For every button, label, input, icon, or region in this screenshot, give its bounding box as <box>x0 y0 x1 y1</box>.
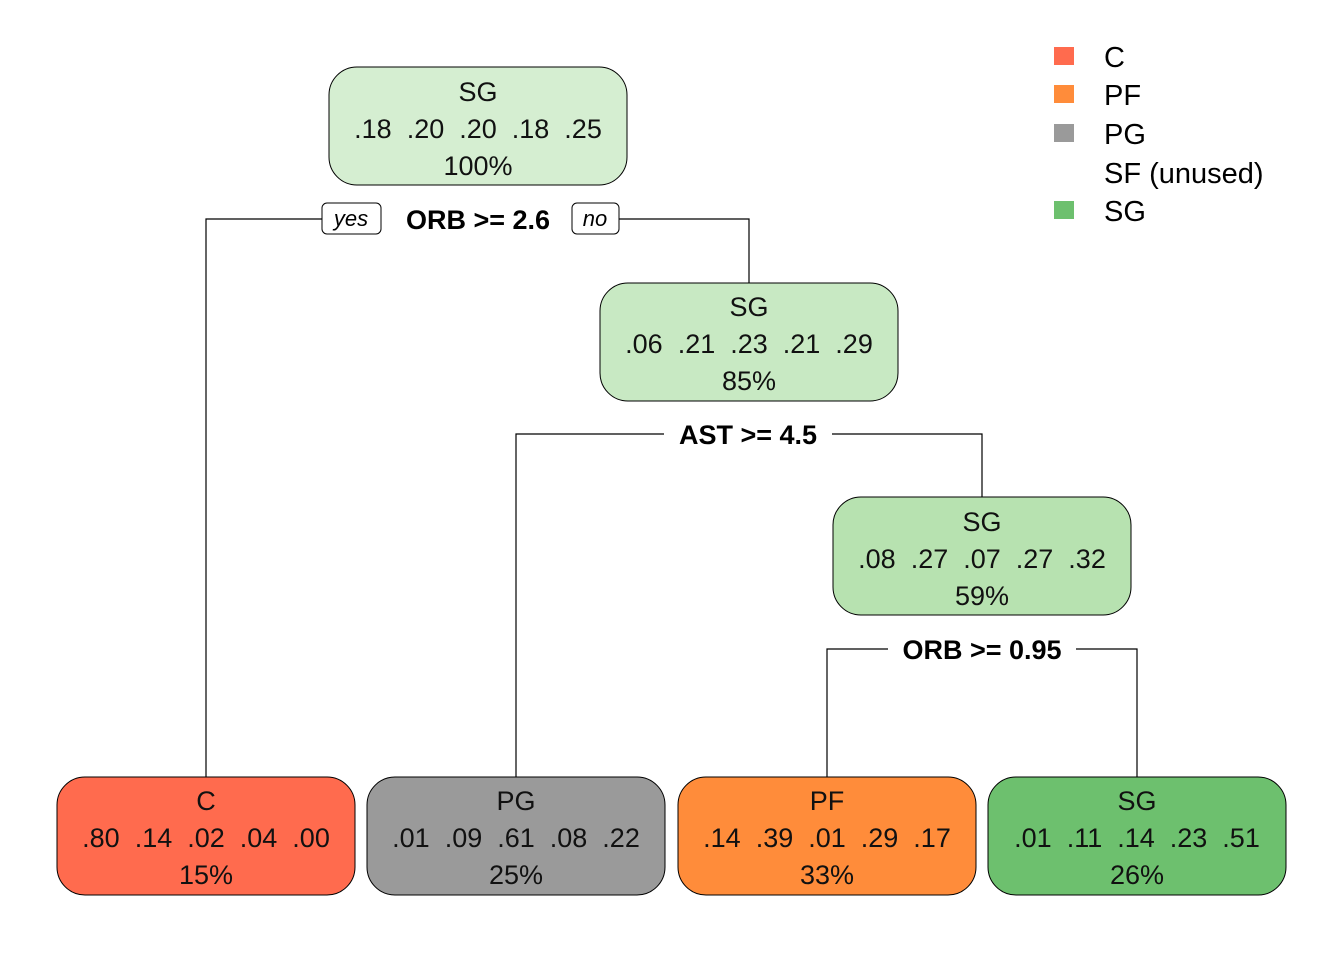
legend-item-sg: SG <box>1054 196 1146 228</box>
legend-item-c: C <box>1054 42 1125 74</box>
node-box <box>832 496 1132 616</box>
node-pct: 85% <box>722 366 776 396</box>
legend-label: SF (unused) <box>1104 158 1264 190</box>
node-pct: 59% <box>955 581 1009 611</box>
leaf-sg: SG .01 .11 .14 .23 .51 26% <box>987 776 1287 896</box>
legend-label: SG <box>1104 196 1146 228</box>
node-n2: SG .06 .21 .23 .21 .29 85% <box>599 282 899 402</box>
legend-swatch <box>1054 85 1074 103</box>
legend-item-pg: PG <box>1054 119 1146 151</box>
node-class: SG <box>962 507 1001 537</box>
node-box <box>987 776 1287 896</box>
edge-root-right <box>619 218 750 284</box>
split-label-ast-4-5: AST >= 4.5 <box>679 420 817 450</box>
node-pct: 100% <box>443 151 512 181</box>
split-label-orb-0-95: ORB >= 0.95 <box>902 635 1061 665</box>
legend-label: PG <box>1104 119 1146 151</box>
node-probs: .14 .39 .01 .29 .17 <box>703 823 951 853</box>
legend-swatch <box>1054 47 1074 65</box>
legend-item-pf: PF <box>1054 80 1141 112</box>
edge-root-left <box>205 218 322 777</box>
node-pct: 26% <box>1110 860 1164 890</box>
node-box <box>366 776 666 896</box>
leaf-c: C .80 .14 .02 .04 .00 15% <box>56 776 356 896</box>
node-n3: SG .08 .27 .07 .27 .32 59% <box>832 496 1132 616</box>
node-probs: .08 .27 .07 .27 .32 <box>858 544 1106 574</box>
node-class: SG <box>729 292 768 322</box>
yes-label: yes <box>321 202 382 235</box>
edge-n3-right <box>1076 648 1138 777</box>
node-probs: .01 .09 .61 .08 .22 <box>392 823 640 853</box>
node-class: C <box>196 786 216 816</box>
no-label-box <box>571 202 620 235</box>
leaf-pf: PF .14 .39 .01 .29 .17 33% <box>677 776 977 896</box>
node-probs: .18 .20 .20 .18 .25 <box>354 114 602 144</box>
node-box <box>328 66 628 186</box>
node-class: SG <box>458 77 497 107</box>
no-label-text: no <box>583 206 607 231</box>
leaf-pg: PG .01 .09 .61 .08 .22 25% <box>366 776 666 896</box>
edge-n2-right <box>832 433 983 497</box>
node-pct: 33% <box>800 860 854 890</box>
legend-label: PF <box>1104 80 1141 112</box>
node-probs: .06 .21 .23 .21 .29 <box>625 329 873 359</box>
node-pct: 25% <box>489 860 543 890</box>
legend-item-sf-unused: SF (unused) <box>1104 158 1264 190</box>
legend-swatch <box>1054 124 1074 142</box>
node-pct: 15% <box>179 860 233 890</box>
split-label-orb-2-6: ORB >= 2.6 <box>406 205 550 235</box>
legend: C PF PG SF (unused) SG <box>1054 42 1264 228</box>
node-class: PF <box>810 786 845 816</box>
tree-edges <box>205 218 1138 777</box>
node-class: SG <box>1117 786 1156 816</box>
legend-label: C <box>1104 42 1125 74</box>
legend-swatch <box>1054 201 1074 219</box>
node-box <box>56 776 356 896</box>
node-probs: .80 .14 .02 .04 .00 <box>82 823 330 853</box>
no-label: no <box>571 202 620 235</box>
node-class: PG <box>496 786 535 816</box>
edge-n3-left <box>826 648 888 777</box>
node-probs: .01 .11 .14 .23 .51 <box>1014 823 1260 853</box>
node-box <box>599 282 899 402</box>
yes-label-text: yes <box>332 206 368 231</box>
node-root: SG .18 .20 .20 .18 .25 100% <box>328 66 628 186</box>
yes-label-box <box>321 202 382 235</box>
edge-n2-left <box>515 433 664 777</box>
node-box <box>677 776 977 896</box>
